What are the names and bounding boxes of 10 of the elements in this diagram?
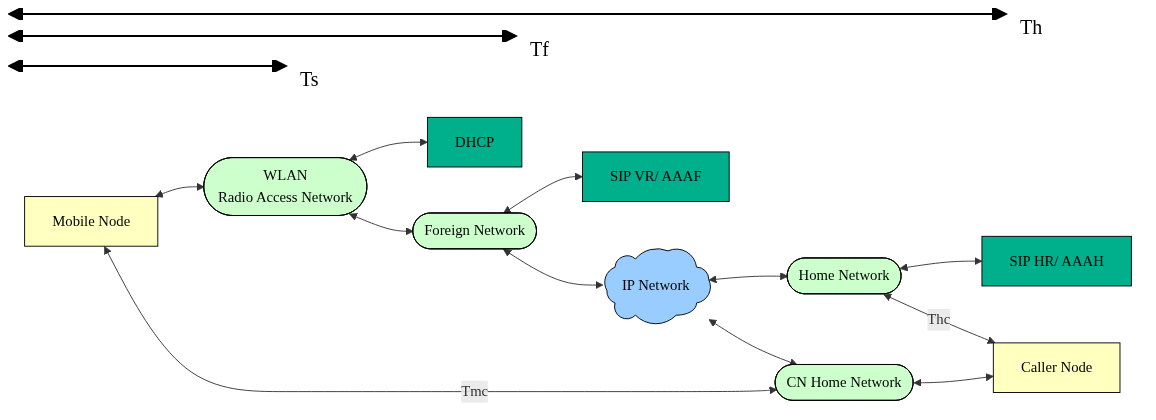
- node-box: SIP HR/ AAAH: [981, 235, 1132, 287]
- dimension-label: Th: [1020, 16, 1043, 39]
- node-box: Caller Node: [992, 342, 1121, 393]
- node-box: DHCP: [427, 116, 523, 168]
- edge-label: Thc: [927, 311, 951, 328]
- dimension-label: Tf: [530, 38, 549, 61]
- node-box: SIP VR/ AAAF: [582, 151, 730, 203]
- node-box: Mobile Node: [24, 196, 159, 247]
- dimension-label: Ts: [300, 68, 319, 91]
- edge-label: Tmc: [461, 383, 489, 399]
